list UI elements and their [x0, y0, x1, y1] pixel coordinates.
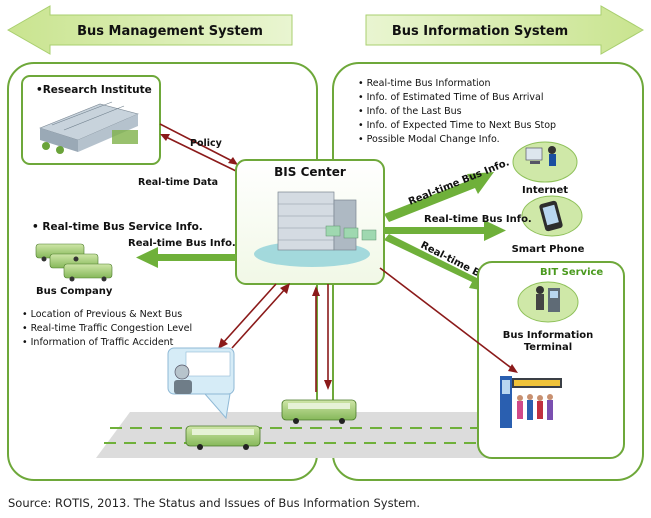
computer-user-icon [525, 146, 556, 166]
smart-phone-node: Smart Phone [512, 195, 585, 255]
people-icon [517, 394, 553, 420]
research-institute-title: •Research Institute [36, 84, 152, 96]
research-institute-box: •Research Institute [21, 75, 161, 165]
info-list-item: • Real-time Bus Information [358, 78, 491, 89]
info-list-item: • Info. of Estimated Time of Bus Arrival [358, 92, 543, 103]
bus-fleet-icon [35, 243, 113, 282]
collected-info-list: • Location of Previous & Next Bus • Real… [22, 309, 192, 348]
smart-phone-info-flow: Real-time Bus Info. [384, 214, 532, 241]
bit-service-title: BIT Service [540, 267, 603, 278]
smart-phone-icon [539, 200, 563, 232]
source-caption: Source: ROTIS, 2013. The Status and Issu… [8, 496, 421, 510]
bis-center-building-icon [254, 191, 377, 267]
header-right-label: Bus Information System [392, 24, 568, 39]
realtime-data-label: Real-time Data [138, 177, 218, 188]
smart-phone-flow-label: Real-time Bus Info. [424, 214, 532, 225]
bus-icon [281, 399, 357, 424]
bus-info-terminal-label-2: Terminal [524, 342, 572, 353]
bus-icon [185, 425, 261, 450]
collected-info-item: • Information of Traffic Accident [22, 337, 174, 348]
collected-info-item: • Real-time Traffic Congestion Level [22, 323, 192, 334]
bus-stop-icon [500, 376, 562, 428]
info-list-item: • Possible Modal Change Info. [358, 134, 500, 145]
internet-flow-label: Real-time Bus Info. [407, 157, 511, 208]
research-building-icon [39, 101, 139, 154]
road-data-flows [218, 267, 518, 392]
collected-info-item: • Location of Previous & Next Bus [22, 309, 182, 320]
policy-label: Policy [190, 138, 223, 149]
internet-node: Internet [512, 141, 578, 196]
bus-company-flow-label: Real-time Bus Info. [128, 238, 236, 249]
smart-phone-label: Smart Phone [512, 244, 585, 255]
internet-label: Internet [522, 185, 568, 196]
bus-service-info-label: • Real-time Bus Service Info. [32, 221, 203, 233]
info-list-item: • Info. of Expected Time to Next Bus Sto… [358, 120, 556, 131]
bus-info-terminal-label-1: Bus Information [503, 330, 594, 341]
bis-center-box: BIS Center [235, 159, 385, 285]
bit-service-box: BIT Service Bus Information Terminal [477, 261, 625, 459]
header-bus-management: Bus Management System [6, 5, 293, 55]
internet-info-flow: Real-time Bus Info. [384, 157, 511, 222]
bus-company-info-flow: Real-time Bus Info. [128, 238, 236, 268]
kiosk-user-icon [536, 286, 560, 312]
realtime-data-flow: Real-time Data [138, 134, 237, 188]
header-bus-information: Bus Information System [365, 5, 645, 55]
bus-company-group: • Real-time Bus Service Info. Bus Compan… [32, 221, 203, 297]
bis-center-title: BIS Center [274, 165, 346, 179]
header-left-label: Bus Management System [77, 24, 263, 39]
policy-flow: Policy [159, 123, 238, 165]
info-list-item: • Info. of the Last Bus [358, 106, 462, 117]
operator-monitor-icon [167, 347, 235, 420]
bus-company-label: Bus Company [36, 286, 113, 297]
bis-info-list: • Real-time Bus Information • Info. of E… [358, 78, 556, 145]
